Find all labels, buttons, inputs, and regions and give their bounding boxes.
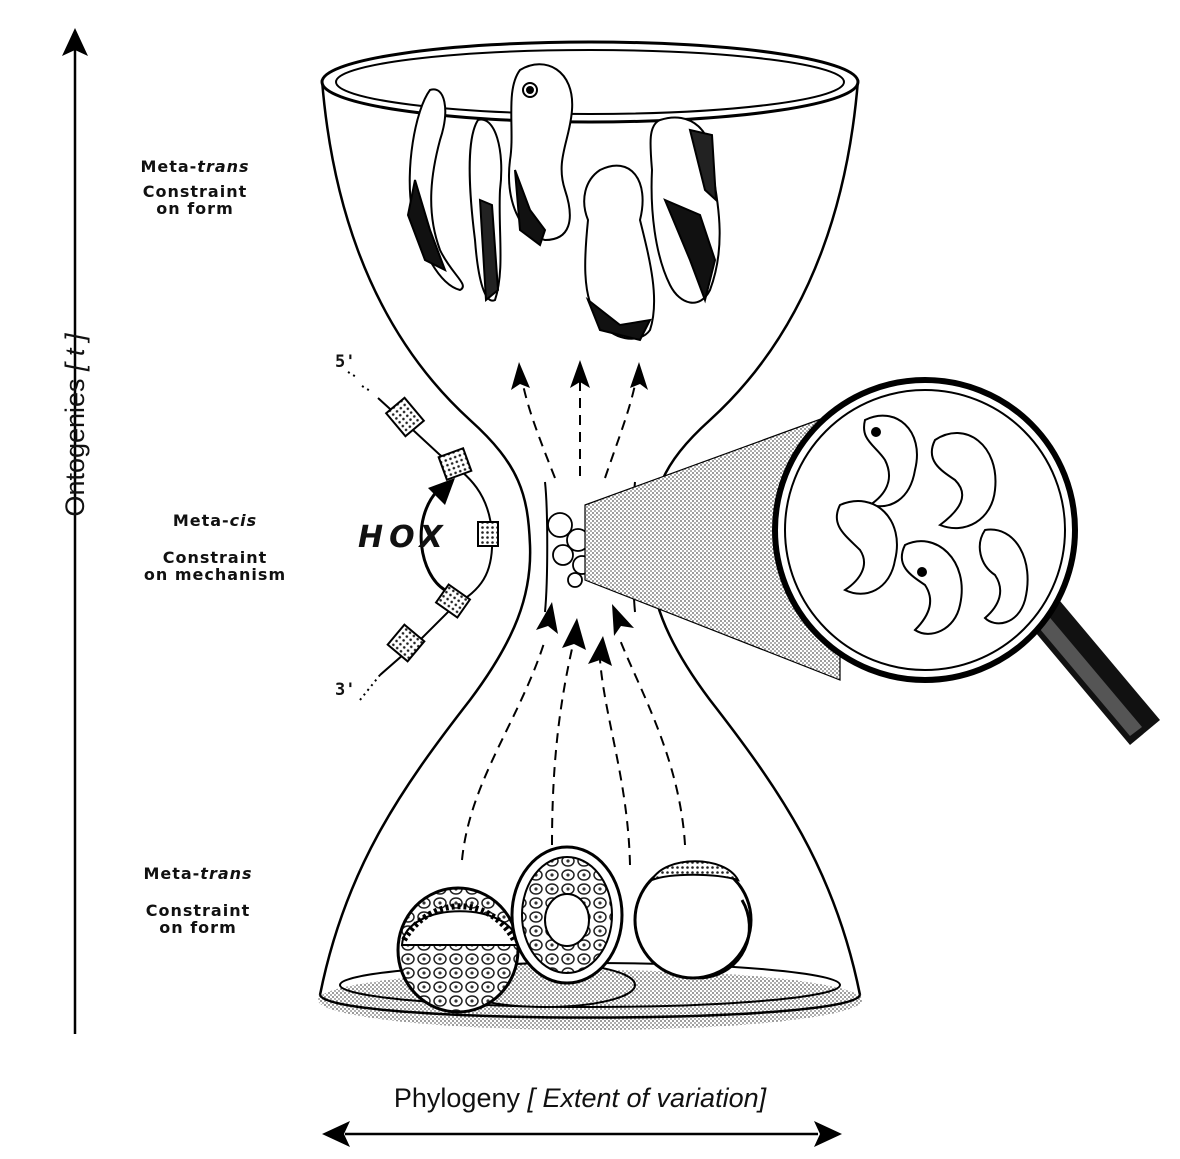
bottom-level-name: Meta-trans xyxy=(128,865,268,882)
bottom-level-desc-1: Constraint xyxy=(145,901,251,920)
top-level-desc-2: on form xyxy=(156,199,234,218)
hourglass-top-rim xyxy=(320,40,860,124)
ontogeny-axis-label-main: Ontogenies xyxy=(60,370,90,517)
phylogeny-axis-label: Phylogeny [ Extent of variation] xyxy=(300,1083,860,1114)
top-level-name: Meta-trans xyxy=(125,158,265,175)
middle-level-name-ital: cis xyxy=(229,511,258,530)
middle-level-label: Meta-cis Constraint on mechanism xyxy=(130,512,300,583)
middle-level-name-prefix: Meta- xyxy=(172,511,230,530)
magnifier-view-cone xyxy=(584,411,841,681)
bottom-level-name-ital: trans xyxy=(200,864,253,883)
middle-level-name: Meta-cis xyxy=(130,512,300,529)
ontogeny-axis-label-bracket: [ t ] xyxy=(60,333,90,371)
phylogeny-axis-label-main: Phylogeny xyxy=(393,1083,528,1113)
magnified-embryos xyxy=(835,414,1029,635)
top-level-name-ital: trans xyxy=(197,157,250,176)
bottom-level-label: Meta-trans Constraint on form xyxy=(128,865,268,936)
hox-gene-cluster xyxy=(347,371,499,701)
ontogeny-axis-label: Ontogenies [ t ] xyxy=(55,295,95,555)
hox-label: HOX xyxy=(358,520,449,555)
five-prime-label: 5' xyxy=(335,352,356,372)
lower-dashed-arrows xyxy=(461,639,686,866)
late-embryos-illustration xyxy=(406,63,721,342)
upper-arrowheads xyxy=(511,360,648,390)
phylogeny-axis-arrow xyxy=(322,1121,842,1147)
middle-level-desc-1: Constraint xyxy=(162,548,268,567)
phylogeny-axis-label-bracket: [ Extent of variation] xyxy=(527,1083,767,1113)
lower-arrowheads xyxy=(536,602,634,666)
ontogeny-axis-arrow xyxy=(62,28,88,1034)
bottom-level-desc-2: on form xyxy=(159,918,237,937)
upper-dashed-arrows xyxy=(521,378,637,479)
early-embryos-illustration xyxy=(396,845,753,1014)
three-prime-label: 3' xyxy=(335,680,356,700)
top-level-label: Meta-trans Constraint on form xyxy=(125,158,265,217)
bottom-level-name-prefix: Meta- xyxy=(143,864,201,883)
middle-level-desc-2: on mechanism xyxy=(143,565,287,584)
top-level-name-prefix: Meta- xyxy=(140,157,198,176)
top-level-desc-1: Constraint xyxy=(142,182,248,201)
